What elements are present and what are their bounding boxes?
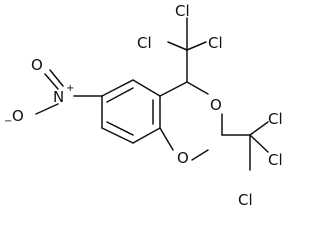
bond-ccl3-cl-tl — [167, 41, 188, 51]
bond-ring-2 — [132, 79, 161, 97]
atom-nitro-o-double: O — [31, 56, 43, 74]
bond-ccl3-cl-tr — [186, 41, 207, 51]
bond-o1-ar — [159, 127, 174, 151]
bond-ring-1-inner — [106, 87, 134, 103]
bond-ring-5 — [101, 127, 134, 144]
bond-c4-ar — [159, 81, 188, 97]
bond-c2ccl3-cl-mid — [249, 134, 269, 153]
bond-n-o-single — [35, 103, 59, 115]
bond-n-o-double — [44, 73, 59, 90]
atom-cl-top: Cl — [175, 2, 190, 20]
bond-c2-o1 — [191, 149, 209, 161]
atom-nitro-o-charge: − — [4, 116, 12, 127]
bond-c2ccl3-cl-up — [249, 121, 269, 136]
atom-cl-right-upper: Cl — [268, 110, 283, 128]
atom-cl-bottom: Cl — [238, 191, 253, 209]
atom-o-ring-upper: O — [210, 96, 222, 114]
bond-ring-1 — [101, 79, 134, 97]
bond-c4-o3 — [186, 81, 209, 95]
atom-cl-top-left: Cl — [137, 34, 152, 52]
chemical-structure-diagram: Cl Cl Cl O O N + O O − Cl Cl Cl — [4, 2, 283, 209]
atom-labels: Cl Cl Cl O O N + O O − Cl Cl Cl — [4, 2, 283, 209]
atom-nitro-n: N — [53, 88, 64, 106]
bond-n-o-double-2 — [49, 69, 64, 87]
atom-o-ring-lower: O — [177, 149, 189, 167]
bond-ring-4 — [132, 127, 161, 144]
atom-nitro-o-minus: O — [12, 107, 24, 125]
bonds — [35, 17, 269, 171]
atom-cl-top-right: Cl — [208, 34, 223, 52]
atom-nitro-n-charge: + — [66, 83, 74, 94]
bond-ring-5-inner — [106, 121, 134, 136]
atom-cl-right-mid: Cl — [268, 151, 283, 169]
